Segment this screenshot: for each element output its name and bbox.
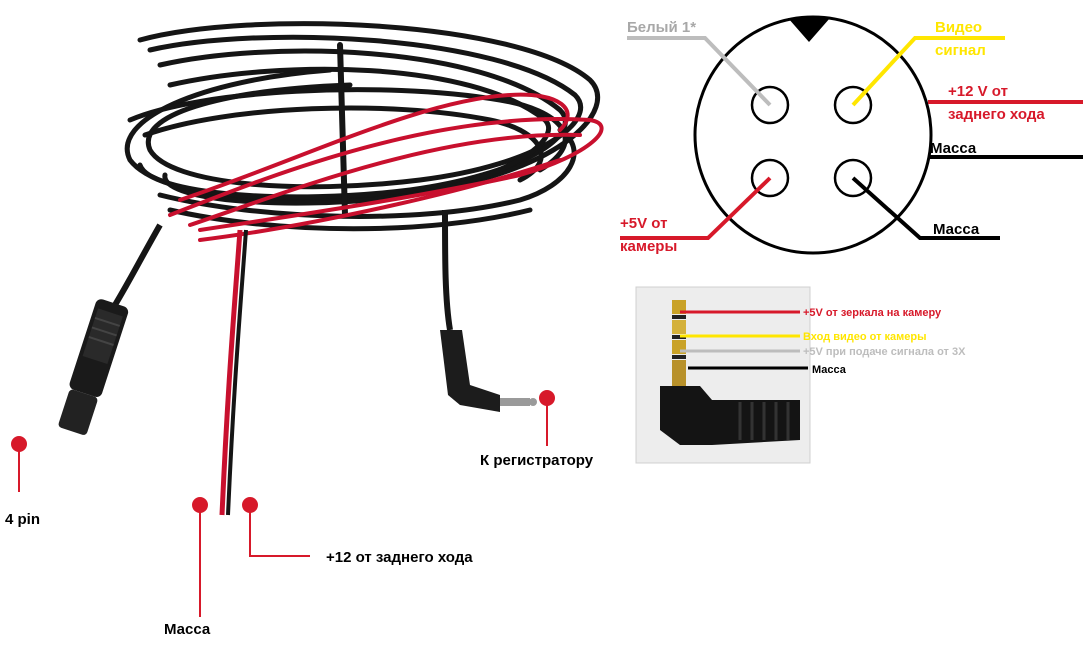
lead-video — [851, 36, 1005, 107]
label-ground: Масса — [164, 621, 211, 638]
callout-4pin — [11, 436, 27, 492]
pin-label-plus12-1: +12 V от — [948, 83, 1008, 100]
pin-label-plus12-2: заднего хода — [948, 106, 1045, 123]
callout-plus12 — [242, 497, 310, 557]
pin-label-white: Белый 1* — [627, 19, 696, 36]
pin-label-plus5-1: +5V от — [620, 215, 667, 232]
jack-label-tip: +5V от зеркала на камеру — [803, 307, 942, 319]
label-to-recorder: К регистратору — [480, 452, 594, 469]
key-notch — [788, 18, 830, 42]
pin-label-ground-bottom: Масса — [933, 221, 980, 238]
connector-pinout: Белый 1* Видео сигнал +12 V от заднего х… — [620, 15, 1083, 255]
label-plus12-reverse: +12 от заднего хода — [326, 549, 473, 566]
pin-label-plus5-2: камеры — [620, 238, 677, 255]
cable-photo — [58, 21, 604, 516]
callout-recorder — [539, 390, 555, 446]
pin-label-video-1: Видео — [935, 19, 982, 36]
lead-white — [627, 36, 772, 107]
jack-pinout: +5V от зеркала на камеру Вход видео от к… — [635, 286, 966, 464]
pin-label-video-2: сигнал — [935, 42, 986, 59]
pin-label-ground-top: Масса — [930, 140, 977, 157]
jack-label-ring1: Вход видео от камеры — [803, 331, 927, 343]
lead-ground-bottom — [851, 176, 1000, 240]
lead-plus5 — [620, 176, 772, 240]
jack-label-ring2: +5V при подаче сигнала от 3Х — [803, 346, 966, 358]
jack-label-sleeve: Масса — [812, 364, 847, 376]
callout-ground — [192, 497, 208, 617]
label-4pin: 4 pin — [5, 511, 40, 528]
